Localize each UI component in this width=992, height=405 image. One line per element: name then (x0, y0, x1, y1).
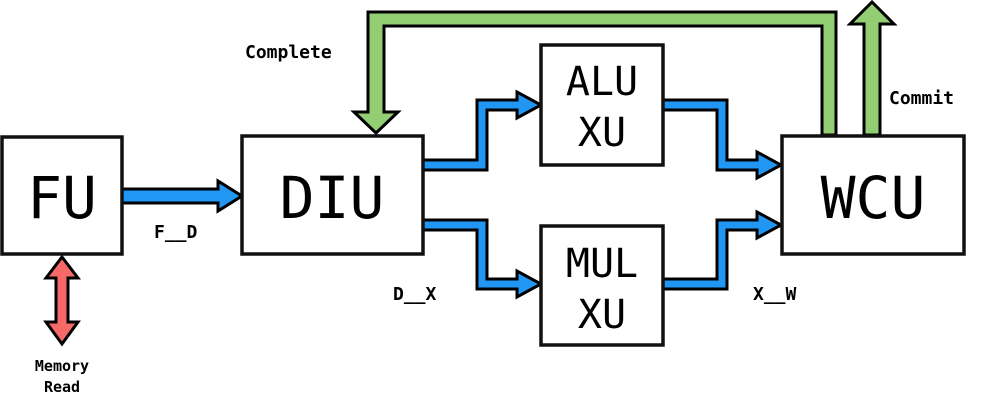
f-d-arrow (120, 178, 245, 214)
d-x-label: D__X (393, 284, 437, 305)
mul-to-wcu-arrow (661, 209, 785, 291)
alu-xu-block: ALU XU (539, 43, 665, 167)
alu-xu-label: XU (578, 110, 626, 156)
alu-to-wcu-arrow (661, 98, 785, 181)
memory-read-arrow (42, 254, 82, 347)
mul-label: MUL (566, 241, 638, 287)
alu-label: ALU (566, 59, 638, 105)
f-d-label: F__D (154, 222, 198, 243)
mul-xu-label: XU (578, 292, 626, 338)
memory-read-label-line2: Read (44, 378, 80, 396)
diu-label: DIU (280, 164, 385, 232)
diu-block: DIU (240, 134, 425, 256)
commit-arrow (846, 0, 898, 137)
fu-block: FU (0, 135, 124, 256)
mul-xu-block: MUL XU (539, 224, 665, 347)
diu-to-alu-arrow (421, 89, 545, 172)
fu-label: FU (27, 164, 97, 232)
wcu-block: WCU (780, 134, 966, 256)
complete-label: Complete (245, 42, 332, 63)
diu-to-mul-arrow (421, 218, 545, 300)
wcu-label: WCU (821, 164, 926, 232)
commit-label: Commit (889, 88, 954, 109)
x-w-label: X__W (753, 284, 797, 305)
complete-feedback-arrow (350, 10, 838, 137)
memory-read-label-line1: Memory (35, 357, 89, 375)
